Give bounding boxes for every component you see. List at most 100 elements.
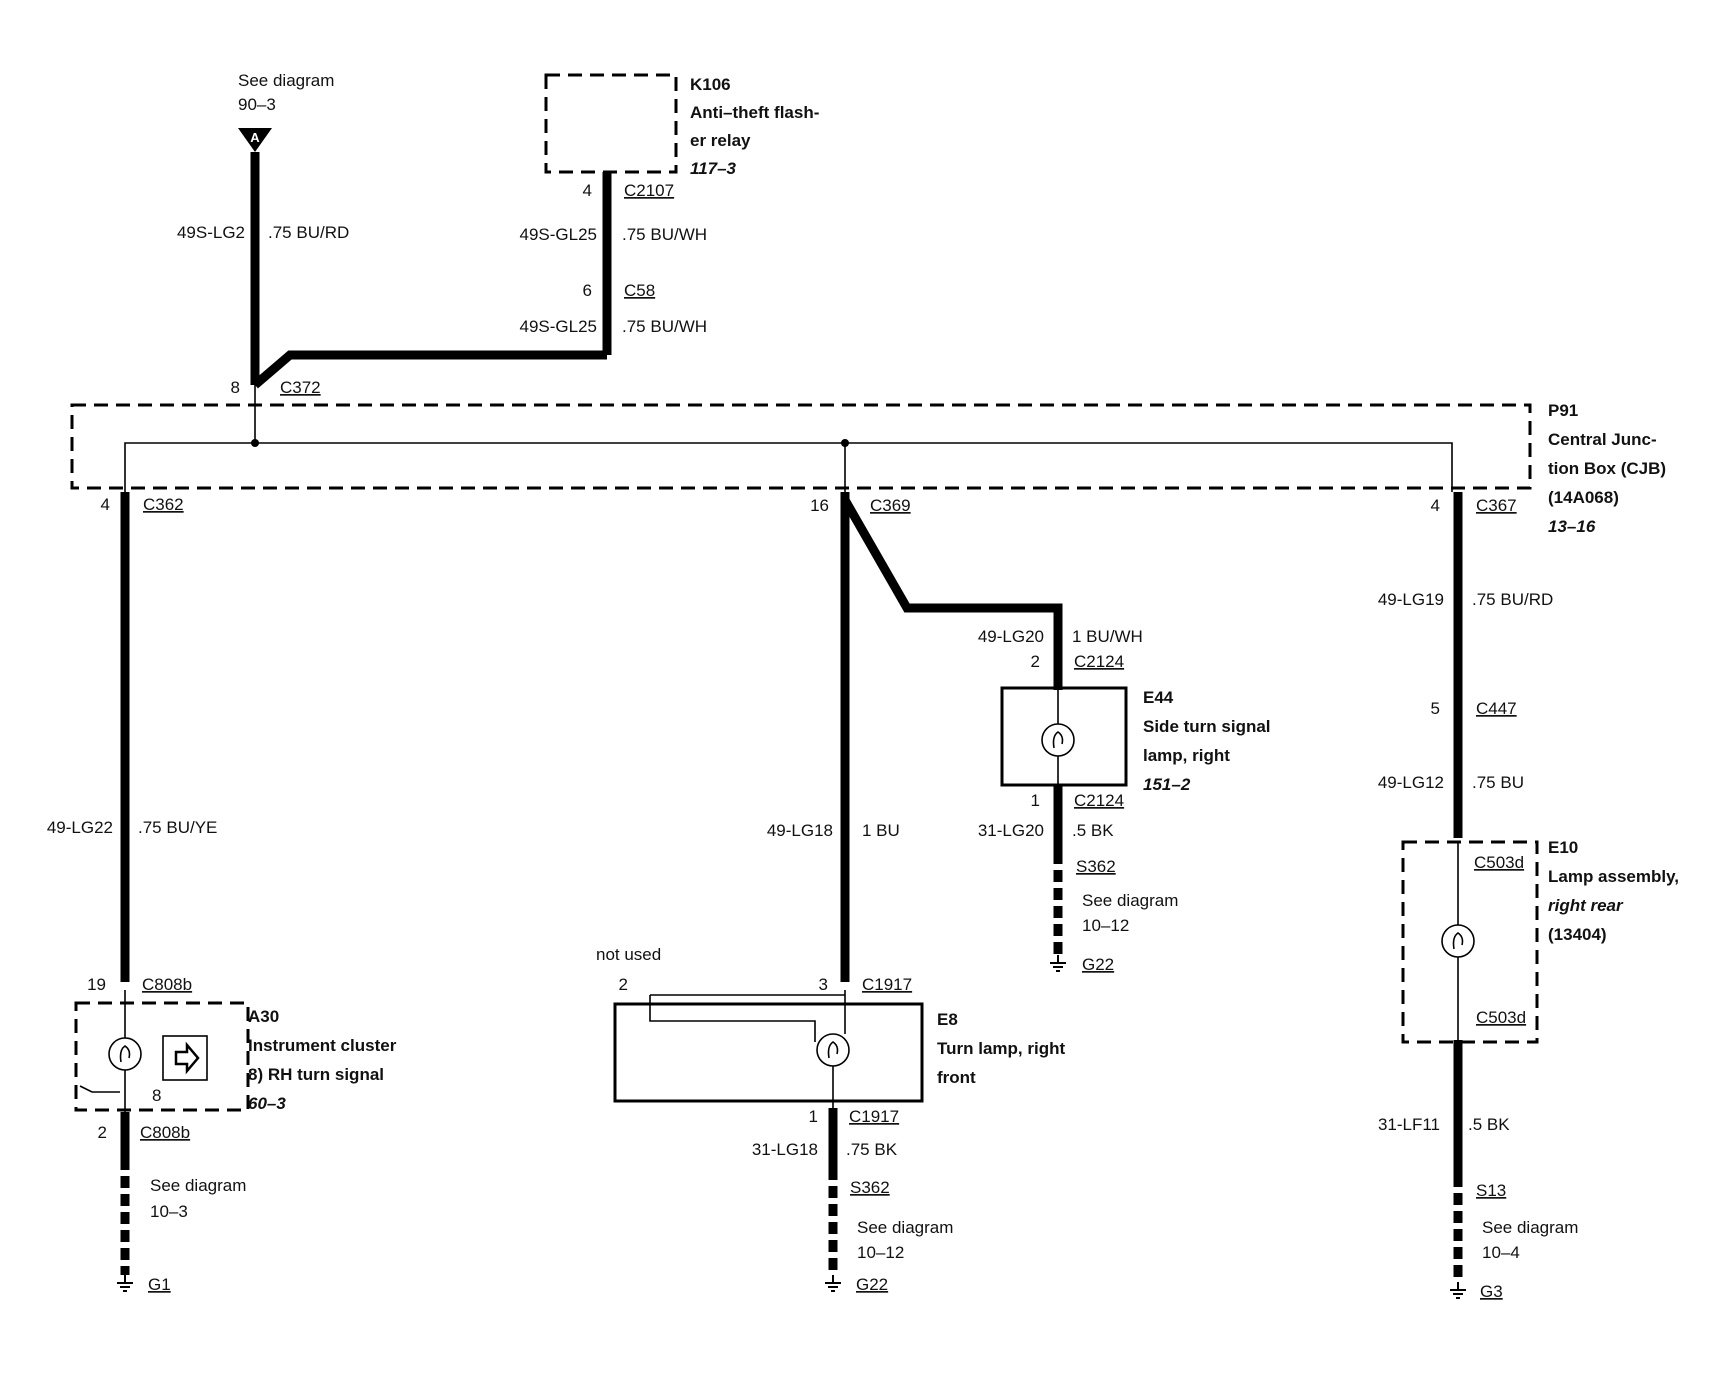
wire-spec: .5 BK <box>1072 821 1114 840</box>
e10-lamp-assembly-box <box>1401 840 1539 1044</box>
wire-code: 49-LG18 <box>767 821 833 840</box>
see-diagram-ref: 10–12 <box>1082 916 1129 935</box>
e10-id: E10 <box>1548 838 1578 857</box>
wire-spec: .5 BK <box>1468 1115 1510 1134</box>
ground-g22: G22 <box>856 1275 888 1294</box>
wire-code: 49S-GL25 <box>520 225 598 244</box>
see-diagram-label: See diagram <box>1082 891 1178 910</box>
see-diagram-ref: 10–3 <box>150 1202 188 1221</box>
e44-ref: 151–2 <box>1143 775 1191 794</box>
connector-c2124-bottom: C2124 <box>1074 791 1124 810</box>
e44-name-1: Side turn signal <box>1143 717 1271 736</box>
wire-49s-gl25-jog <box>252 350 607 389</box>
ground-g22: G22 <box>1082 955 1114 974</box>
unused-pin-trace <box>649 995 816 1042</box>
pin-number: 5 <box>1431 699 1440 718</box>
pin-number: 2 <box>619 975 628 994</box>
wire-spec: 1 BU <box>862 821 900 840</box>
pin-number: 3 <box>819 975 828 994</box>
see-diagram-ref: 10–4 <box>1482 1243 1520 1262</box>
connector-c367: C367 <box>1476 496 1517 515</box>
wire-code: 49-LG12 <box>1378 773 1444 792</box>
a30-name-1: Instrument cluster <box>248 1036 397 1055</box>
wire-spec: .75 BU/WH <box>622 317 707 336</box>
p91-junction-box <box>70 403 1532 490</box>
see-diagram-ref: 10–12 <box>857 1243 904 1262</box>
a30-name-2: 8) RH turn signal <box>248 1065 384 1084</box>
connector-c447: C447 <box>1476 699 1517 718</box>
connector-c372: C372 <box>280 378 321 397</box>
ground-g3: G3 <box>1480 1282 1503 1301</box>
ground-icon <box>825 1275 841 1292</box>
wire-spec: 1 BU/WH <box>1072 627 1143 646</box>
wire-code: 31-LG20 <box>978 821 1044 840</box>
wire-code: 49-LG20 <box>978 627 1044 646</box>
pin-number: 2 <box>98 1123 107 1142</box>
see-diagram-label: See diagram <box>150 1176 246 1195</box>
pin-number: 16 <box>810 496 829 515</box>
see-diagram-ref: 90–3 <box>238 95 276 114</box>
e10-name-1: Lamp assembly, <box>1548 867 1679 886</box>
p91-id: P91 <box>1548 401 1578 420</box>
wire-code: 49S-LG2 <box>177 223 245 242</box>
splice-s362: S362 <box>850 1178 890 1197</box>
connector-a-letter: A <box>250 130 260 145</box>
connector-c1917: C1917 <box>862 975 912 994</box>
e10-name-2: right rear <box>1548 896 1624 915</box>
junction-dot <box>251 439 259 447</box>
k106-name-2: er relay <box>690 131 751 150</box>
connector-c369: C369 <box>870 496 911 515</box>
bulb-icon <box>1441 924 1475 958</box>
wire-spec: .75 BU/WH <box>622 225 707 244</box>
inner-pin: 8 <box>152 1086 161 1105</box>
connector-c808b: C808b <box>142 975 192 994</box>
connector-c503d-bottom: C503d <box>1476 1008 1526 1027</box>
ground-icon <box>1050 955 1066 972</box>
a30-id: A30 <box>248 1007 279 1026</box>
pin-number: 8 <box>231 378 240 397</box>
pin-number: 4 <box>1431 496 1440 515</box>
pin-number: 1 <box>809 1107 818 1126</box>
wire-code: 31-LF11 <box>1378 1115 1440 1134</box>
k106-relay-box <box>544 73 678 174</box>
pin-number: 2 <box>1031 652 1040 671</box>
e44-name-2: lamp, right <box>1143 746 1230 765</box>
splice-s13: S13 <box>1476 1181 1506 1200</box>
connector-c2107: C2107 <box>624 181 674 200</box>
connector-a-icon: A <box>238 128 272 152</box>
connector-c808b-bottom: C808b <box>140 1123 190 1142</box>
turn-arrow-icon <box>162 1035 208 1081</box>
e44-id: E44 <box>1143 688 1174 707</box>
splice-s362: S362 <box>1076 857 1116 876</box>
see-diagram-label: See diagram <box>1482 1218 1578 1237</box>
see-diagram-label: See diagram <box>857 1218 953 1237</box>
e8-name-1: Turn lamp, right <box>937 1039 1065 1058</box>
see-diagram-label: See diagram <box>238 71 334 90</box>
wire-spec: .75 BU <box>1472 773 1524 792</box>
e8-name-2: front <box>937 1068 976 1087</box>
a30-ref: 60–3 <box>248 1094 286 1113</box>
wire-spec: .75 BU/RD <box>1472 590 1553 609</box>
ground-g1: G1 <box>148 1275 171 1294</box>
bulb-icon <box>1041 723 1075 757</box>
a30-instrument-cluster-box <box>74 1001 250 1112</box>
pin-number: 1 <box>1031 791 1040 810</box>
wire-code: 49-LG19 <box>1378 590 1444 609</box>
wire-spec: .75 BU/RD <box>268 223 349 242</box>
e8-id: E8 <box>937 1010 958 1029</box>
wire-spec: .75 BU/YE <box>138 818 217 837</box>
wire-code: 49-LG22 <box>47 818 113 837</box>
pin-number: 6 <box>583 281 592 300</box>
p91-name-3: (14A068) <box>1548 488 1619 507</box>
wire-code: 49S-GL25 <box>520 317 598 336</box>
connector-c1917-bottom: C1917 <box>849 1107 899 1126</box>
cluster-ground-tick <box>79 1085 120 1093</box>
e10-name-3: (13404) <box>1548 925 1607 944</box>
k106-id: K106 <box>690 75 731 94</box>
pin-number: 4 <box>583 181 592 200</box>
connector-c362: C362 <box>143 495 184 514</box>
pin-number: 19 <box>87 975 106 994</box>
not-used-label: not used <box>596 945 661 964</box>
ground-icon <box>1450 1282 1466 1299</box>
